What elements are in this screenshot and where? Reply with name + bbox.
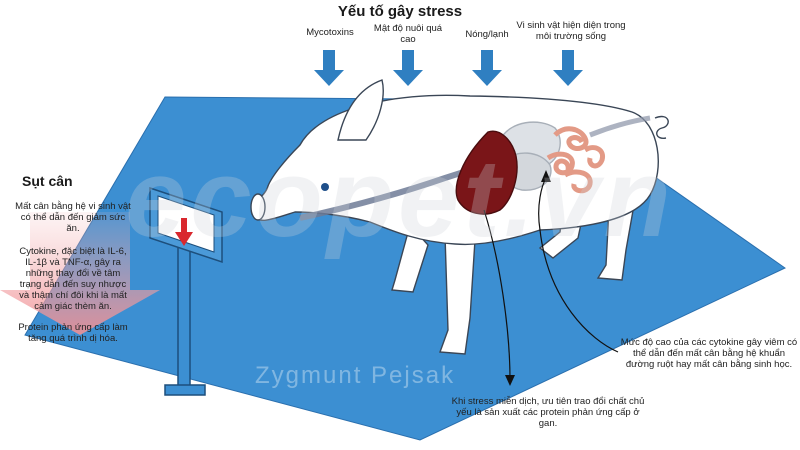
pig-tail xyxy=(654,115,669,139)
stressor-label-temperature: Nóng/lạnh xyxy=(465,29,509,40)
stressor-arrows xyxy=(314,50,583,86)
scale-down-arrow xyxy=(175,218,193,246)
stressor-label-microbes: Vi sinh vật hiện diện trong môi trường s… xyxy=(516,20,626,42)
pig-eye xyxy=(321,183,329,191)
credit: Zygmunt Pejsak xyxy=(255,362,456,389)
stressor-arrow-1 xyxy=(314,50,344,86)
cytokine-note: Mức độ cao của các cytokine gây viêm có … xyxy=(620,337,798,370)
weighing-scale xyxy=(149,186,223,396)
cytokine-pointer-head xyxy=(541,170,551,182)
stressor-label-mycotoxins: Mycotoxins xyxy=(306,27,354,38)
pig xyxy=(250,79,669,355)
weight-loss-text-3: Protein phản ứng cấp làm tăng quá trình … xyxy=(18,322,128,344)
liver-pointer-head xyxy=(505,375,515,386)
pig-spine-line xyxy=(589,115,651,138)
stressor-label-density: Mật độ nuôi quá cao xyxy=(373,23,443,45)
pig-liver xyxy=(455,130,518,215)
diagram-title: Yếu tố gây stress xyxy=(337,3,463,20)
weight-loss-text-1: Mất cân bằng hệ vi sinh vật có thể dẫn đ… xyxy=(15,201,131,234)
pig-ear xyxy=(337,79,384,141)
watermark: ecopet.vn xyxy=(125,137,675,260)
weight-loss-arrow xyxy=(0,212,160,335)
weight-loss-text-2: Cytokine, đặc biệt là IL-6, IL-1β và TNF… xyxy=(19,246,127,312)
cytokine-pointer xyxy=(538,177,619,353)
liver-pointer xyxy=(483,209,511,381)
pig-leg-front-left xyxy=(391,223,429,293)
stressor-arrow-3 xyxy=(472,50,502,86)
pig-snout xyxy=(250,193,266,221)
weight-loss-title: Sụt cân xyxy=(22,173,73,189)
pig-intestines xyxy=(546,126,606,194)
liver-note: Khi stress miễn dịch, ưu tiên trao đổi c… xyxy=(451,396,645,429)
stressor-arrow-4 xyxy=(553,50,583,86)
stressor-arrow-2 xyxy=(393,50,423,86)
pig-nerve-line xyxy=(299,167,471,221)
